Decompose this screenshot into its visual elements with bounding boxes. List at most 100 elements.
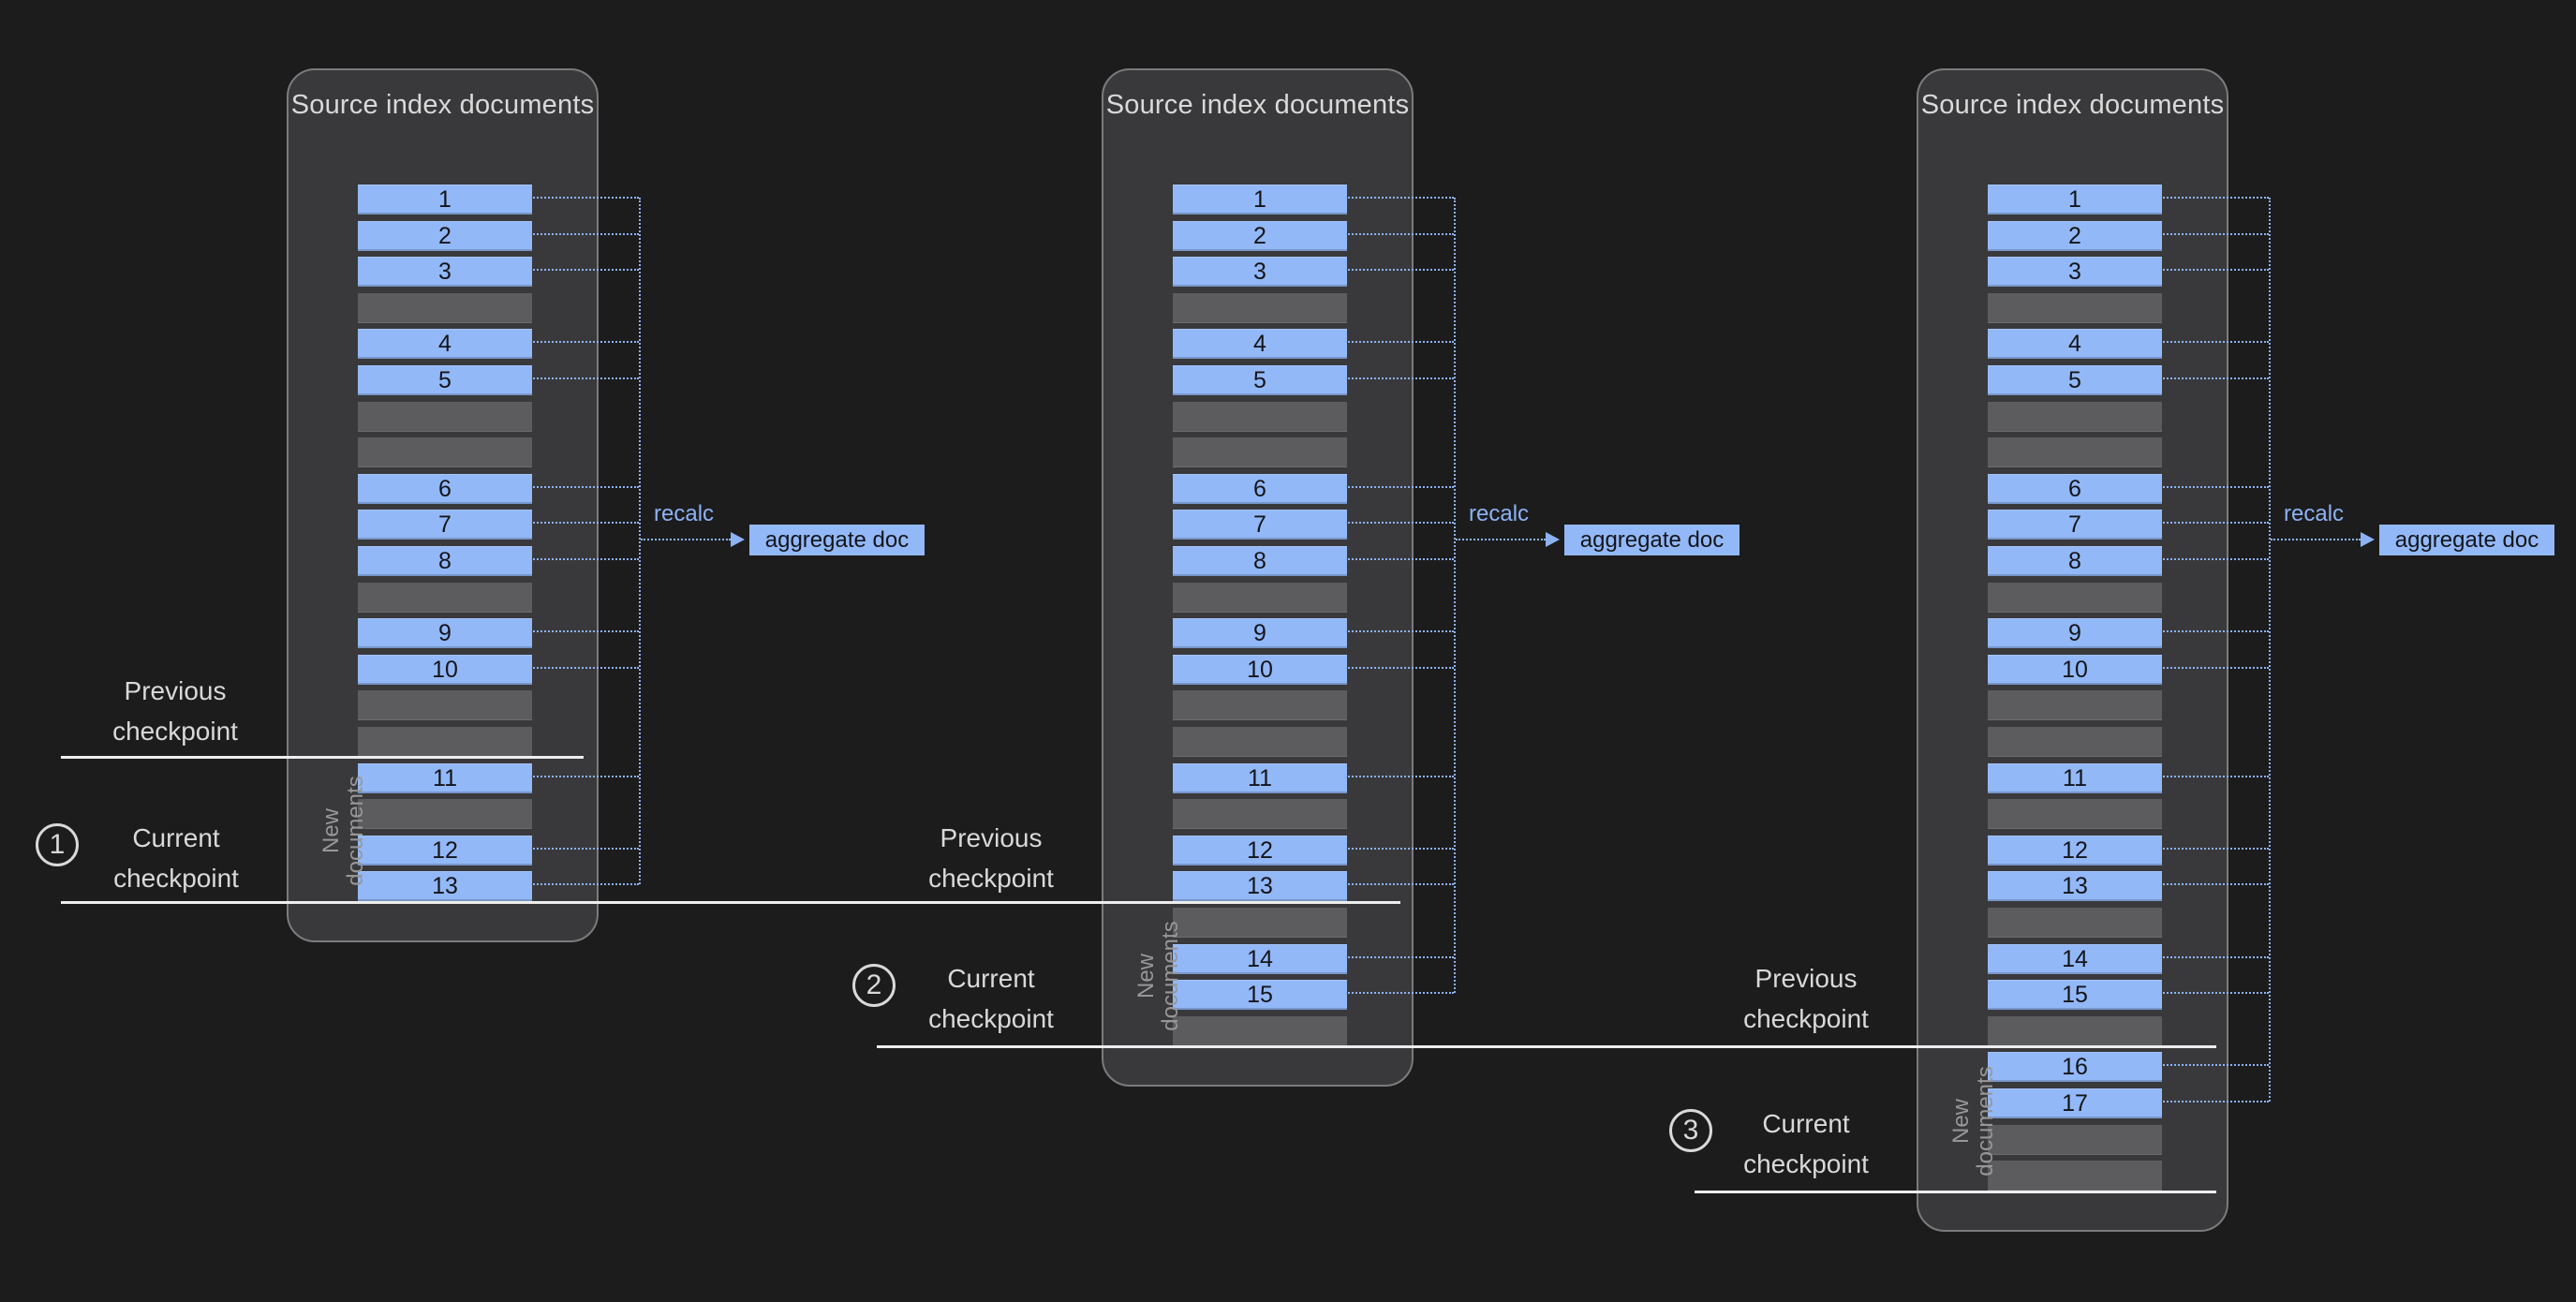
doc-row: 15 <box>1173 980 1347 1011</box>
doc-row: 6 <box>1988 473 2162 504</box>
empty-slot <box>1173 582 1347 613</box>
empty-slot <box>358 727 532 757</box>
current-checkpoint-label: Current checkpoint <box>113 823 239 893</box>
doc-row: 7 <box>1988 510 2162 540</box>
connector-stub <box>530 522 639 525</box>
checkpoint-marker-1: 1 <box>36 823 79 866</box>
doc-row: 1 <box>358 185 532 215</box>
doc-row: 2 <box>1988 220 2162 251</box>
connector-bus <box>639 198 641 885</box>
connector-stub <box>2160 1064 2269 1067</box>
empty-slot <box>1988 437 2162 468</box>
empty-slot <box>1988 1161 2162 1191</box>
connector-stub <box>1345 197 1454 199</box>
empty-slot <box>1988 292 2162 323</box>
doc-row: 7 <box>1173 510 1347 540</box>
empty-slot <box>358 690 532 721</box>
doc-row: 5 <box>358 365 532 395</box>
recalc-arrow <box>2271 539 2361 540</box>
aggregate-doc-box: aggregate doc <box>1564 525 1740 555</box>
connector-stub <box>2160 269 2269 272</box>
doc-row: 4 <box>1173 329 1347 360</box>
current-checkpoint-label: Current checkpoint <box>1743 1109 1869 1178</box>
connector-stub <box>2160 377 2269 379</box>
empty-slot <box>1988 690 2162 721</box>
doc-row: 13 <box>1173 871 1347 902</box>
connector-stub <box>530 232 639 235</box>
connector-stub <box>1345 883 1454 886</box>
doc-row: 6 <box>358 473 532 504</box>
empty-slot <box>1173 690 1347 721</box>
doc-row: 10 <box>1988 654 2162 685</box>
empty-slot <box>1173 437 1347 468</box>
empty-slot <box>1988 799 2162 830</box>
connector-stub <box>1345 522 1454 525</box>
doc-row: 1 <box>1173 185 1347 215</box>
connector-stub <box>530 775 639 777</box>
doc-row: 3 <box>1988 257 2162 288</box>
connector-stub <box>1345 232 1454 235</box>
doc-row: 17 <box>1988 1088 2162 1118</box>
recalc-arrow <box>1456 539 1546 540</box>
checkpoint-marker-3: 3 <box>1669 1109 1712 1152</box>
connector-stub <box>2160 341 2269 344</box>
connector-stub <box>1345 558 1454 560</box>
doc-row: 4 <box>1988 329 2162 360</box>
connector-stub <box>1345 269 1454 272</box>
empty-slot <box>358 401 532 432</box>
doc-row: 11 <box>1173 762 1347 793</box>
panel-title: Source index documents <box>1920 90 2225 120</box>
recalc-label: recalc <box>1469 501 1530 526</box>
panel-title: Source index documents <box>1105 90 1410 120</box>
doc-row: 12 <box>1988 835 2162 866</box>
connector-bus <box>2269 198 2271 1102</box>
doc-row: 12 <box>1173 835 1347 866</box>
empty-slot <box>1173 1015 1347 1046</box>
doc-row: 16 <box>1988 1052 2162 1083</box>
connector-stub <box>1345 847 1454 850</box>
new-documents-label: New documents <box>1133 921 1183 1031</box>
doc-row: 10 <box>1173 654 1347 685</box>
doc-row: 13 <box>1988 871 2162 902</box>
empty-slot <box>1173 292 1347 323</box>
connector-stub <box>2160 558 2269 560</box>
doc-row: 9 <box>358 618 532 649</box>
empty-slot <box>1988 1015 2162 1046</box>
connector-stub <box>1345 992 1454 995</box>
doc-row: 4 <box>358 329 532 360</box>
connector-stub <box>530 630 639 633</box>
connector-stub <box>530 341 639 344</box>
recalc-arrow <box>641 539 731 540</box>
checkpoint-line <box>1695 1191 2216 1193</box>
doc-row: 15 <box>1988 980 2162 1011</box>
connector-stub <box>2160 955 2269 958</box>
connector-stub <box>530 666 639 669</box>
empty-slot <box>1988 908 2162 938</box>
connector-stub <box>2160 522 2269 525</box>
doc-row: 13 <box>358 871 532 902</box>
connector-stub <box>2160 232 2269 235</box>
connector-stub <box>2160 197 2269 199</box>
connector-stub <box>1345 775 1454 777</box>
empty-slot <box>1988 727 2162 757</box>
arrowhead-icon <box>2361 532 2375 547</box>
checkpoint-line <box>61 756 584 759</box>
connector-stub <box>530 197 639 199</box>
connector-stub <box>530 485 639 488</box>
aggregate-doc-box: aggregate doc <box>749 525 925 555</box>
connector-stub <box>1345 485 1454 488</box>
current-checkpoint-label: Current checkpoint <box>928 964 1054 1033</box>
doc-row: 8 <box>1988 546 2162 576</box>
doc-row: 11 <box>1988 762 2162 793</box>
empty-slot <box>1988 582 2162 613</box>
new-documents-label: New documents <box>1948 1066 1998 1176</box>
connector-stub <box>2160 485 2269 488</box>
doc-row: 5 <box>1173 365 1347 395</box>
connector-stub <box>530 269 639 272</box>
connector-stub <box>2160 883 2269 886</box>
doc-row: 1 <box>1988 185 2162 215</box>
